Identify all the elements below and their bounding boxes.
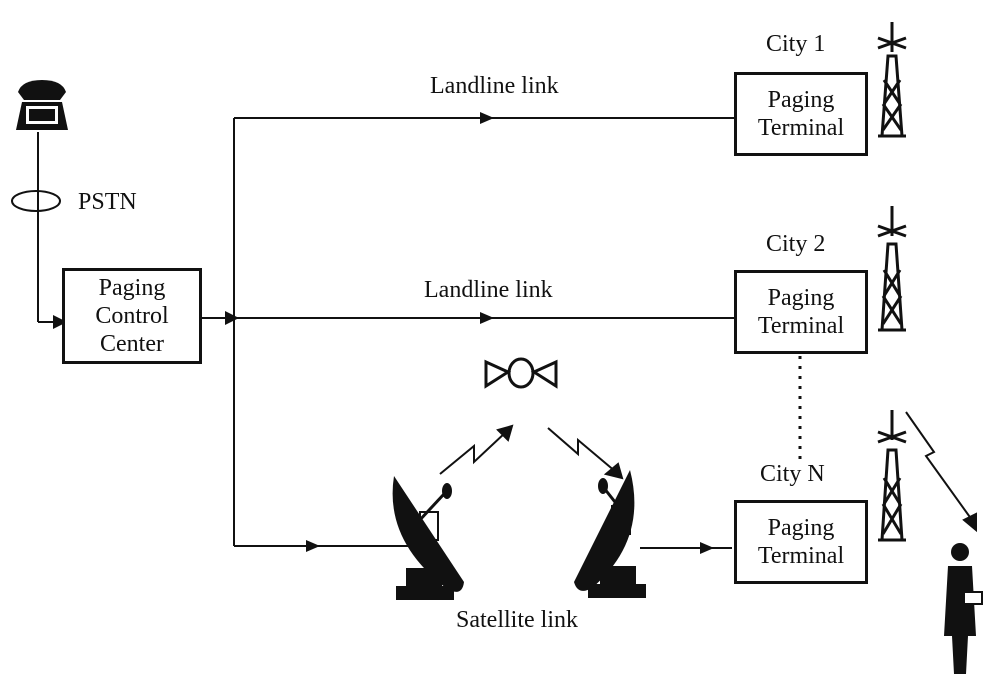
satellite-dish-icon [574, 470, 646, 598]
satellite-dish-icon [392, 476, 464, 600]
telephone-icon [16, 80, 68, 130]
paging-terminal-city-n: Paging Terminal [734, 500, 868, 584]
control-center-line-3: Center [100, 331, 164, 358]
uplink-signal-icon [439, 424, 514, 475]
terminal-n-line-1: Paging [767, 514, 835, 541]
terminal-1-line-2: Terminal [757, 115, 845, 141]
city-n-label: City N [760, 461, 825, 487]
transmission-tower-icon [877, 206, 907, 332]
pstn-label: PSTN [78, 189, 137, 215]
control-center-line-1: Paging [98, 274, 166, 301]
pstn-loop-icon [11, 190, 61, 212]
landline-link-1-label: Landline link [430, 73, 559, 99]
transmission-tower-icon [877, 410, 907, 542]
downlink-signal-icon [547, 427, 624, 480]
landline-link-2-label: Landline link [424, 277, 553, 303]
paging-terminal-city-2: Paging Terminal [734, 270, 868, 354]
paging-terminal-city-1: Paging Terminal [734, 72, 868, 156]
city-2-label: City 2 [766, 231, 826, 257]
terminal-2-line-1: Paging [767, 284, 835, 311]
terminal-n-line-2: Terminal [757, 543, 845, 569]
satellite-icon [484, 357, 558, 389]
terminal-2-line-2: Terminal [757, 313, 845, 339]
transmission-tower-icon [877, 22, 907, 138]
control-center-line-2: Control [95, 302, 169, 329]
satellite-link-label: Satellite link [456, 607, 578, 633]
city-1-label: City 1 [766, 31, 826, 57]
person-pager-icon [944, 543, 983, 674]
terminal-1-line-1: Paging [767, 86, 835, 113]
broadcast-signal-icon [905, 411, 977, 533]
paging-control-center: Paging Control Center [62, 268, 202, 364]
